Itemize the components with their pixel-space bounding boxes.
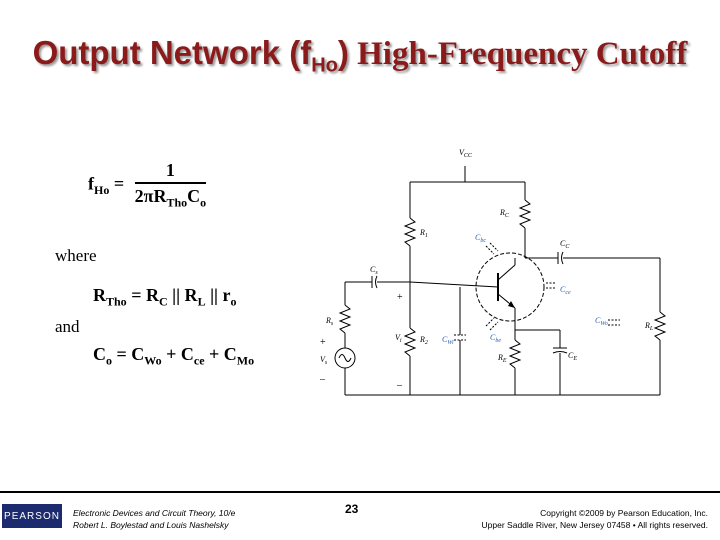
footer-book-line2: Robert L. Boylestad and Louis Nashelsky [73, 520, 229, 530]
label-r2: R2 [419, 335, 428, 346]
label-rs: Rs [325, 316, 334, 327]
label-vi: Vi [395, 333, 402, 344]
label-where: where [55, 246, 97, 265]
eq-co-a-sub: o [106, 353, 112, 368]
eq-rtho-a: R [93, 285, 106, 305]
title-part3: High-Frequency Cutoff [348, 36, 688, 72]
label-vcc: VCC [459, 148, 473, 159]
eq-fho-den-sub: Tho [166, 195, 188, 210]
slide-title: Output Network (fHo) High-Frequency Cuto… [0, 34, 720, 78]
eq-rtho-a-sub: Tho [106, 294, 127, 309]
footer-copyright-line2: Upper Saddle River, New Jersey 07458 • A… [481, 520, 708, 530]
label-cc: CC [560, 239, 570, 250]
title-sub: Ho [311, 54, 338, 77]
label-cbc: Cbc [475, 233, 486, 244]
footer-copyright-line1: Copyright ©2009 by Pearson Education, In… [540, 508, 708, 518]
label-ce: CE [568, 351, 577, 362]
footer-book-line1: Electronic Devices and Circuit Theory, 1… [73, 508, 236, 518]
eq-rtho-b-sub: C [158, 294, 168, 309]
eq-co-a: C [93, 344, 106, 364]
eq-fho-lhs: f [88, 173, 94, 194]
eq-co-b-sub: Wo [144, 353, 162, 368]
footer-divider [0, 491, 720, 493]
title-part1: Output Network (f [32, 34, 312, 71]
eq-rtho-b: = R [126, 285, 159, 305]
label-vs: Vs [320, 355, 328, 366]
pearson-logo: PEARSON [2, 504, 62, 528]
equation-fho: fHo = 1 2πRThoCo [88, 160, 207, 211]
label-cce: Cce [560, 285, 571, 296]
amplifier-circuit-diagram: VCC R1 RC R2 RE Rs RL Cs CC CE Cbc Cbe C… [319, 148, 667, 396]
eq-rtho-c: || R [167, 285, 198, 305]
label-and: and [55, 317, 80, 336]
equation-rtho: RTho = RC || RL || ro [93, 285, 237, 310]
eq-fho-lhs-sub: Ho [94, 183, 110, 198]
eq-co-b: = C [112, 344, 145, 364]
label-cbe: Cbe [490, 333, 501, 344]
eq-fho-den-b: C [187, 186, 201, 206]
eq-fho-denominator: 2πRThoCo [135, 184, 207, 211]
eq-fho-numerator: 1 [134, 160, 207, 184]
label-plus-vi: + [397, 292, 403, 303]
label-rl: RL [644, 321, 654, 332]
label-minus-vs: – [319, 374, 326, 385]
equation-co: Co = CWo + Cce + CMo [93, 344, 254, 369]
eq-co-c: + C [161, 344, 194, 364]
label-re: RE [497, 353, 507, 364]
eq-fho-equals: = [109, 173, 125, 194]
label-cwi: CWi [442, 335, 454, 346]
eq-rtho-c-sub: L [197, 294, 206, 309]
label-rc: RC [499, 208, 510, 219]
eq-fho-fraction: 1 2πRThoCo [134, 160, 207, 211]
label-cwo: CWo [595, 316, 608, 327]
eq-fho-den-a: 2πR [134, 186, 167, 206]
label-plus-vs: + [320, 337, 326, 348]
eq-co-d-sub: Mo [236, 353, 255, 368]
title-part2: ) [337, 34, 349, 71]
label-r1: R1 [419, 228, 428, 239]
eq-co-d: + C [204, 344, 237, 364]
label-minus-vi: – [396, 380, 403, 391]
footer-book-info: Electronic Devices and Circuit Theory, 1… [73, 507, 235, 531]
label-cs: Cs [370, 265, 378, 276]
eq-co-c-sub: ce [193, 353, 205, 368]
eq-rtho-d-sub: o [230, 294, 237, 309]
eq-rtho-d: || r [205, 285, 231, 305]
eq-fho-den-sub2: o [200, 195, 207, 210]
page-number: 23 [345, 502, 359, 516]
footer-copyright: Copyright ©2009 by Pearson Education, In… [482, 507, 708, 531]
